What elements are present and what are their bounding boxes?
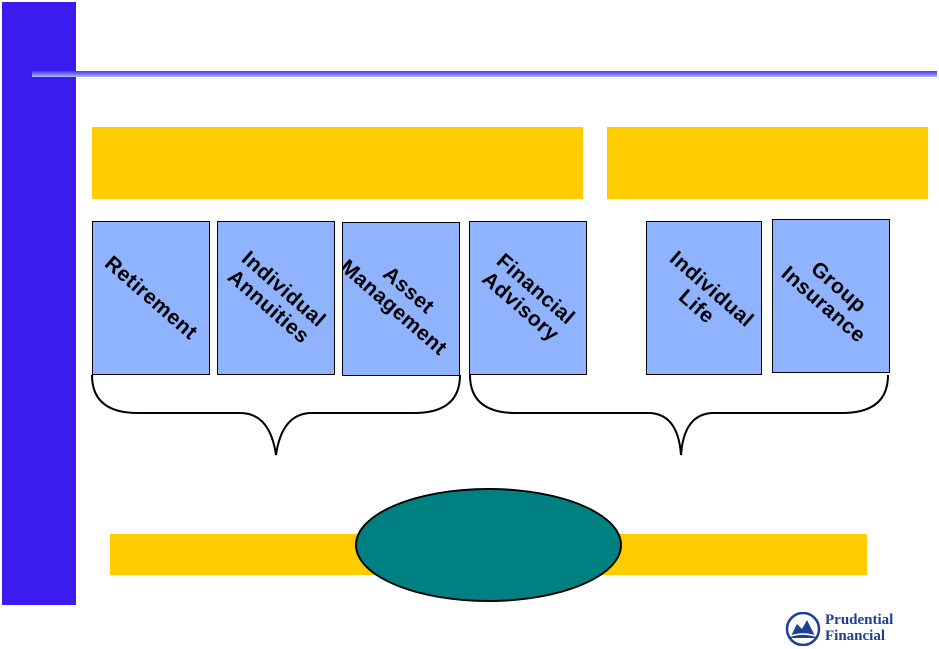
banner-left xyxy=(92,127,583,199)
brace-left xyxy=(91,374,461,456)
center-ellipse xyxy=(355,488,622,602)
box-individual-annuities: Individual Annuities xyxy=(217,221,335,375)
box-retirement: Retirement xyxy=(92,221,210,375)
box-financial-advisory: Financial Advisory xyxy=(469,221,587,375)
header-rule xyxy=(32,71,937,77)
rock-icon xyxy=(785,612,821,646)
logo-line1: Prudential xyxy=(825,612,894,628)
box-group-insurance: Group Insurance xyxy=(772,219,890,373)
box-individual-life: Individual Life xyxy=(646,221,762,375)
box-asset-management: Asset Management xyxy=(342,222,460,376)
brace-right xyxy=(469,374,889,456)
banner-right xyxy=(607,127,928,199)
logo-text: Prudential Financial xyxy=(825,612,893,644)
logo-line2: Financial xyxy=(825,628,886,644)
left-sidebar-bar xyxy=(2,2,76,605)
prudential-logo: Prudential Financial xyxy=(785,611,915,647)
